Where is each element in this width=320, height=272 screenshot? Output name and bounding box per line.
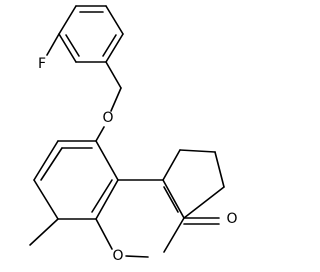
chemical-structure-diagram: F O O O: [29, 5, 238, 264]
bond-to-fluorine: [46, 33, 60, 56]
bond: [58, 33, 77, 63]
benzo-ring: [33, 140, 119, 220]
bond: [33, 140, 59, 181]
ring-oxygen-label: O: [112, 248, 123, 264]
double-bond-inner: [91, 179, 113, 213]
bond: [162, 179, 185, 219]
bond-ch2-to-oxygen: [110, 87, 122, 112]
ether-oxygen-label: O: [102, 110, 113, 126]
bond: [162, 149, 181, 181]
bond: [95, 179, 119, 220]
bond: [95, 218, 113, 250]
methyl-bond: [29, 218, 59, 246]
fluorine-atom-label: F: [38, 56, 46, 72]
bond: [125, 255, 149, 258]
bond: [179, 149, 216, 153]
bond-oxygen-to-aromatic: [95, 126, 105, 142]
cyclopentane-ring: [162, 149, 225, 219]
bond: [33, 179, 59, 220]
double-bond-inner: [40, 147, 63, 181]
carbonyl-oxygen-label: O: [226, 211, 237, 227]
bond: [105, 33, 124, 63]
bond: [105, 5, 124, 35]
pyranone-ring: [95, 179, 185, 258]
fluorophenyl-ring: [58, 5, 124, 63]
bond: [58, 5, 77, 35]
bond: [214, 151, 225, 188]
bond-ring-to-ch2: [105, 61, 122, 89]
double-bond-inner: [65, 34, 80, 57]
bond: [95, 140, 119, 181]
double-bond-inner: [163, 186, 179, 213]
bond: [163, 217, 185, 253]
double-bond-inner: [102, 34, 117, 57]
bond: [183, 186, 225, 219]
